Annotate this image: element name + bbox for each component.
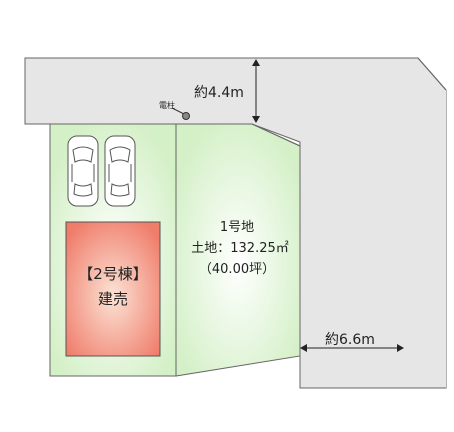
lot1-title: 1号地 <box>220 220 254 235</box>
lot1-tsubo: （40.00坪） <box>199 262 275 277</box>
road-inner-edge <box>251 123 301 147</box>
lot1-area: 土地：132.25㎡ <box>191 241 289 256</box>
road-east-outline <box>299 142 446 389</box>
arrow-head-bottom <box>252 116 260 123</box>
arrow-head-right <box>397 344 404 352</box>
arrow-head-top <box>252 59 260 66</box>
building2-title: 【2号棟】 <box>78 265 148 283</box>
car-icon <box>67 135 99 207</box>
pole-label: 電柱 <box>159 100 175 110</box>
road-east-width-label: 約6.6m <box>325 332 375 348</box>
utility-pole-icon <box>182 112 190 120</box>
road-north-width-label: 約4.4m <box>194 85 244 101</box>
road-north-outline <box>25 57 447 91</box>
arrow-head-left <box>300 344 307 352</box>
car-icon <box>104 135 136 207</box>
pole-leader-line <box>171 107 185 115</box>
building-2 <box>65 221 161 357</box>
building2-status: 建売 <box>98 290 128 308</box>
road-east-strip <box>300 90 446 388</box>
